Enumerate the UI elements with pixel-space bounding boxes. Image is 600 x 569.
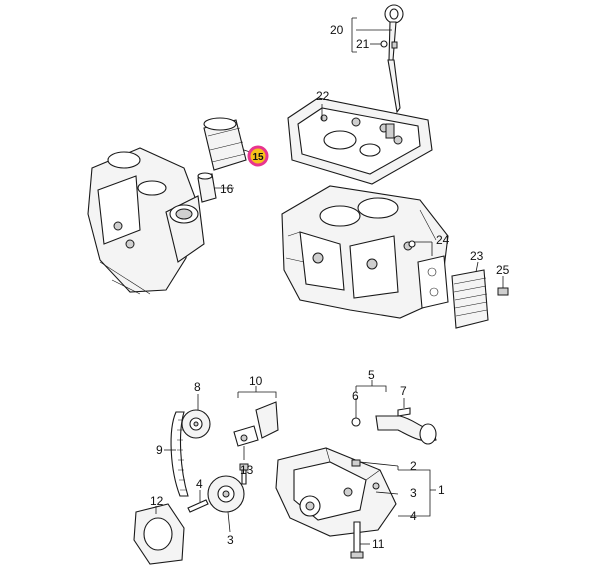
callout-20: 20 xyxy=(330,23,344,37)
timing-chain[interactable] xyxy=(164,411,189,497)
callout-11: 11 xyxy=(372,537,385,551)
callout-15-highlight[interactable]: 15 xyxy=(247,145,269,167)
callout-15: 15 xyxy=(252,152,264,163)
callout-9: 9 xyxy=(156,443,163,457)
callout-24: 24 xyxy=(436,233,450,247)
bracket-1-3-4 xyxy=(375,466,436,517)
oil-pump[interactable] xyxy=(275,447,397,537)
oil-pickup-pipe[interactable] xyxy=(351,380,437,445)
engine-block[interactable] xyxy=(281,185,449,319)
callout-21: 21 xyxy=(356,37,370,51)
callout-4-right: 4 xyxy=(410,509,417,523)
callout-10: 10 xyxy=(249,374,263,388)
oil-filter-housing[interactable] xyxy=(87,147,205,295)
bolt-2[interactable] xyxy=(351,459,399,467)
callout-6: 6 xyxy=(352,389,359,403)
callout-13: 13 xyxy=(240,463,254,477)
oil-filter-insert[interactable] xyxy=(197,172,234,203)
bolt-4-left[interactable] xyxy=(187,490,209,513)
bolt-13[interactable] xyxy=(239,463,249,485)
chain-sprocket-upper[interactable] xyxy=(181,394,211,439)
bolt-11[interactable] xyxy=(350,521,370,559)
chain-sprocket-lower[interactable] xyxy=(207,475,245,533)
callout-7: 7 xyxy=(400,384,407,398)
callout-1: 1 xyxy=(438,483,445,497)
oil-cooler-gasket[interactable] xyxy=(408,240,449,309)
chain-tensioner[interactable] xyxy=(233,386,279,460)
callout-8: 8 xyxy=(194,380,201,394)
oil-filter[interactable] xyxy=(203,117,251,171)
callout-3-left: 3 xyxy=(227,533,234,547)
callout-12: 12 xyxy=(150,494,164,508)
callout-4-left: 4 xyxy=(196,477,203,491)
dipstick-assembly[interactable] xyxy=(351,4,404,114)
callout-22: 22 xyxy=(316,89,330,103)
callout-25: 25 xyxy=(496,263,510,277)
callout-3-right: 3 xyxy=(410,486,417,500)
callout-2: 2 xyxy=(410,459,417,473)
callout-23: 23 xyxy=(470,249,484,263)
callout-5: 5 xyxy=(368,368,375,382)
callout-16: 16 xyxy=(220,182,234,196)
cylinder-head-cover[interactable] xyxy=(287,97,433,185)
chain-cover[interactable] xyxy=(133,503,185,565)
callout-labels: 20 21 22 16 24 23 25 10 5 8 7 6 9 13 2 1… xyxy=(150,23,510,551)
bolt-25[interactable] xyxy=(497,276,509,296)
oil-cooler[interactable] xyxy=(451,261,489,329)
